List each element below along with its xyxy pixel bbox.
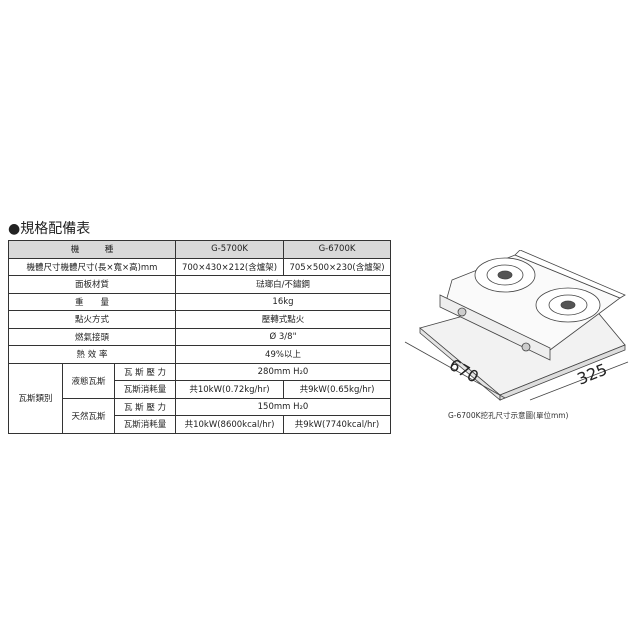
lpg-pressure: 280mm H₂0 (175, 362, 391, 381)
row-value: Ø 3/8" (175, 327, 391, 346)
ng-pressure: 150mm H₂0 (175, 397, 391, 416)
row-value: 琺瑯白/不鏽鋼 (175, 275, 391, 294)
section-title: ●規格配備表 (8, 221, 91, 237)
row-label: 面板材質 (8, 275, 176, 294)
lpg-consumption: 共9kW(0.65kg/hr) (283, 380, 391, 399)
ng-label: 天然瓦斯 (62, 397, 115, 434)
dimension-lines (404, 341, 629, 401)
gas-type-label: 瓦斯類別 (8, 362, 63, 434)
ng-consumption: 共10kW(8600kcal/hr) (175, 415, 284, 434)
ng-consumption: 共9kW(7740kcal/hr) (283, 415, 391, 434)
model-5700k: G-5700K (175, 240, 284, 259)
knob-icon (457, 307, 467, 317)
table-row: 瓦斯消耗量 共10kW(0.72kg/hr) 共9kW(0.65kg/hr) (9, 380, 391, 399)
diagram-caption: G-6700K挖孔尺寸示意圖(單位mm) (448, 411, 569, 420)
row-value: 705×500×230(含爐架) (283, 257, 391, 276)
burner-right-icon (535, 287, 601, 323)
burner-left-icon (474, 257, 536, 293)
table-row: 瓦斯類別 液態瓦斯 瓦 斯 壓 力 280mm H₂0 (8, 362, 391, 434)
row-value: 壓轉式點火 (175, 310, 391, 329)
table-row: 瓦斯消耗量 共10kW(8600kcal/hr) 共9kW(7740kcal/h… (9, 415, 391, 434)
consumption-label: 瓦斯消耗量 (114, 415, 176, 434)
consumption-label: 瓦斯消耗量 (114, 380, 176, 399)
row-label: 點火方式 (8, 310, 176, 329)
cutout-diagram: 670 325 (404, 250, 629, 401)
table-header-row: 機 種 G-5700K G-6700K (8, 240, 391, 259)
table-row: 面板材質琺瑯白/不鏽鋼 (8, 275, 391, 294)
header-label: 機 種 (8, 240, 176, 259)
row-label: 熱 效 率 (8, 345, 176, 364)
table-row: 點火方式壓轉式點火 (8, 310, 391, 329)
table-row: 機體尺寸機體尺寸(長×寬×高)mm 700×430×212(含爐架) 705×5… (8, 257, 391, 276)
model-6700k: G-6700K (283, 240, 391, 259)
knob-icon (521, 342, 531, 352)
row-value: 16kg (175, 292, 391, 311)
row-label: 重 量 (8, 292, 176, 311)
row-value: 49%以上 (175, 345, 391, 364)
table-row: 天然瓦斯 瓦 斯 壓 力 150mm H₂0 (9, 397, 391, 434)
row-label: 機體尺寸機體尺寸(長×寬×高)mm (8, 257, 176, 276)
row-value: 700×430×212(含爐架) (175, 257, 284, 276)
lpg-label: 液態瓦斯 (62, 362, 115, 399)
pressure-label: 瓦 斯 壓 力 (114, 362, 176, 381)
row-label: 燃氣接頭 (8, 327, 176, 346)
pressure-label: 瓦 斯 壓 力 (114, 397, 176, 416)
lpg-consumption: 共10kW(0.72kg/hr) (175, 380, 284, 399)
spec-table: 機 種 G-5700K G-6700K 機體尺寸機體尺寸(長×寬×高)mm 70… (8, 240, 391, 434)
